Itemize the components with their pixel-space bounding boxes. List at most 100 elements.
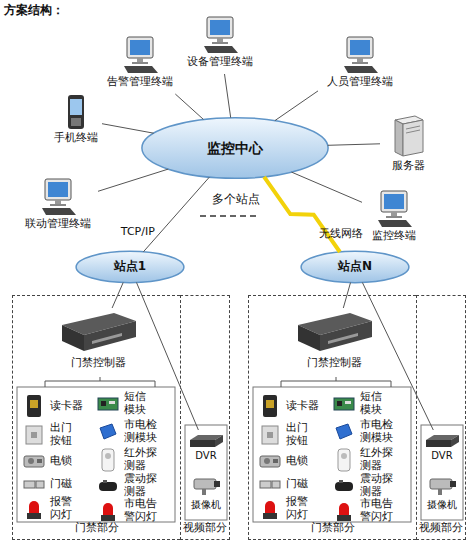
pc-icon [338,36,382,74]
device-node: 短信模块 [331,391,411,417]
connector-line [328,144,380,146]
lock-icon-part [24,456,44,467]
pc-icon-part [42,208,76,215]
cam-icon [190,475,222,497]
node-label: 联动管理终端 [25,218,91,231]
device-node: 联动管理终端 [18,172,98,236]
cam-icon-part [450,481,456,487]
phone-icon-part [70,99,82,115]
sms-icon-part [345,401,351,404]
icon-slot [21,478,47,490]
device-node: 门磁 [21,474,93,494]
lock-icon-part [273,459,278,463]
lock-icon-part [260,456,280,467]
lock-icon-part [37,459,42,463]
magnet-icon-part [24,481,35,488]
pc-icon [198,16,242,54]
device-node: 市电告警闪灯 [331,499,411,523]
connector-line [143,177,209,252]
sms-icon-part [334,398,354,410]
device-node: 短信模块 [95,391,175,417]
pc-icon-part [357,58,363,62]
device-label: 市电检测模块 [360,419,396,444]
ellipse-node: 站点1 [75,250,185,284]
icon-slot [257,453,283,469]
button-icon-part [262,426,278,444]
node-label: 人员管理终端 [327,76,393,89]
device-node: 报警闪灯 [21,496,93,522]
cam-icon-part [438,489,442,495]
power-icon [334,422,354,442]
ctrl-icon-part [298,325,320,351]
magnet-icon-part [260,481,271,488]
phone-icon-part [68,95,84,129]
server-icon-part [406,130,420,133]
sms-icon [97,395,119,413]
vib-icon-part [335,482,353,491]
alarm-icon-part [337,515,351,521]
node-label: DVR [431,450,452,462]
icon-slot [331,422,357,442]
device-node: 出门按钮 [21,422,93,448]
connector-line [175,94,203,119]
reader-icon-part [266,400,274,408]
diagram-title: 方案结构： [4,2,64,19]
node-label: 告警管理终端 [107,76,173,89]
device-node: 电锁 [257,450,329,472]
device-label: 红外探测器 [360,447,396,472]
pc-icon-part [130,40,150,55]
icon-slot [331,448,357,472]
device-label: 出门按钮 [50,422,74,447]
device-label: 市电告警闪灯 [124,498,160,523]
power-icon-part [336,424,352,439]
reader-icon-part [30,400,38,408]
vib-icon [333,479,355,493]
node-label: 门禁控制器 [71,357,126,370]
lock-icon-part [264,458,270,464]
ctrl-icon-part [92,333,122,344]
icon-slot [95,395,121,413]
sms-icon-part [98,398,118,410]
magnet-icon-part [36,481,44,488]
power-icon-part [100,424,116,439]
ellipse-outline [76,251,184,282]
ellipse-outline [301,251,409,282]
node-label: 摄像机 [427,499,457,511]
node-label: 监控终端 [372,230,416,243]
icon-slot [21,425,47,445]
pc-icon-part [391,212,397,216]
button-icon [261,425,279,445]
pc-icon-part [344,66,378,73]
alarm-icon-part [103,503,113,515]
pc-icon-part [210,20,230,35]
icon-slot [95,500,121,522]
device-node: 监控终端 [362,186,426,246]
pc-icon-part [384,194,404,209]
alarm-icon [100,500,116,522]
magnet-icon [23,478,45,490]
device-label: 出门按钮 [286,422,310,447]
pc-icon-part [132,62,148,64]
pc-icon-part [45,179,71,200]
device-node: 设备管理终端 [180,10,260,74]
device-node: 门禁控制器 [279,308,389,373]
button-icon [25,425,43,445]
icon-slot [257,394,283,418]
ctrl-icon-part [84,321,136,351]
sms-icon-part [101,401,106,406]
vib-icon-part [103,480,107,483]
pc-icon-part [127,37,153,58]
node-label: 监控中心 [207,140,263,156]
device-node: 门禁控制器 [43,308,153,373]
bracket-line [100,377,101,381]
icon-slot [21,453,47,469]
vib-icon-part [339,480,343,483]
device-label: 报警闪灯 [286,496,310,521]
alarm-icon-part [27,513,41,519]
device-node: 手机终端 [50,92,102,146]
ctrl-icon-part [328,333,358,344]
device-node: 市电告警闪灯 [95,499,175,523]
button-icon-part [26,426,42,444]
vib-icon [97,479,119,493]
dvr-icon-part [426,440,451,447]
